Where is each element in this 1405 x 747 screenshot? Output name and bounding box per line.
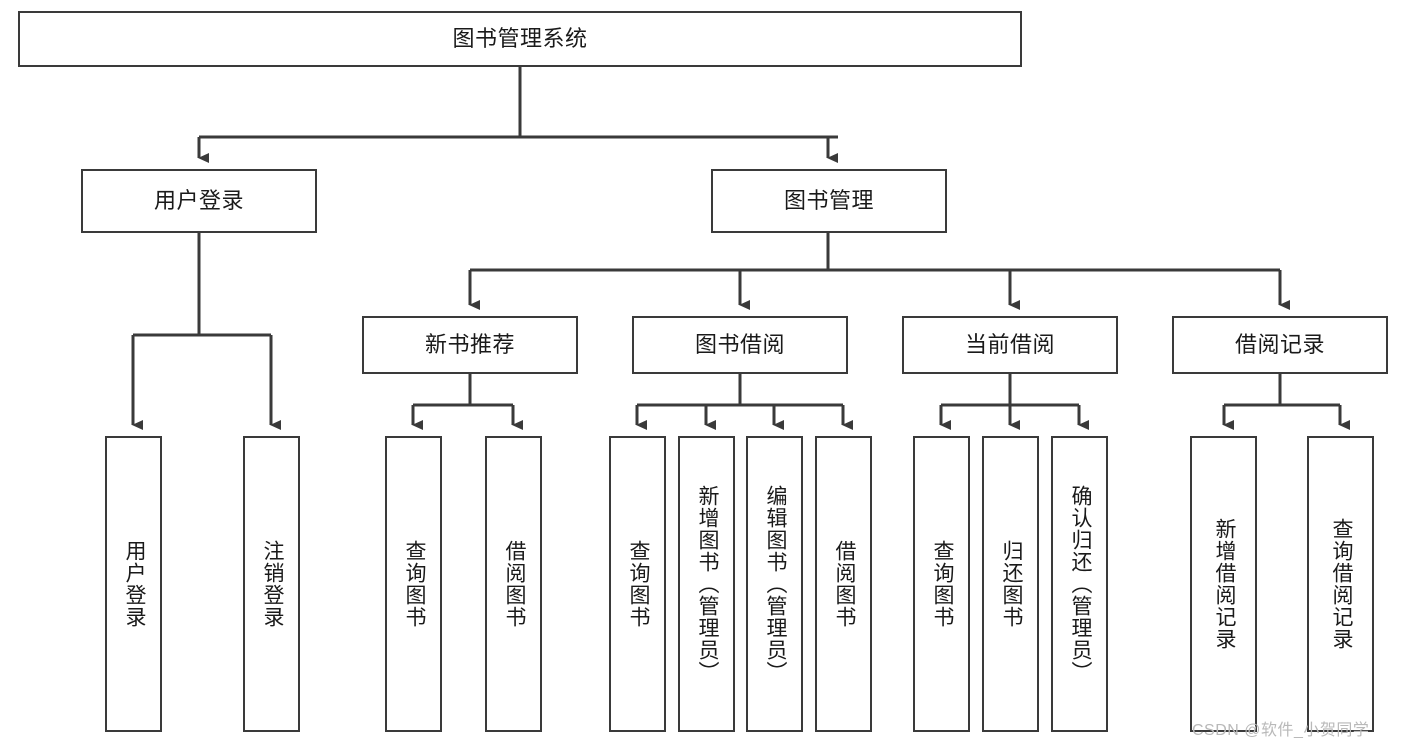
- node-leaf-user-login-label: 用户登录: [122, 540, 146, 628]
- node-current-borrow-label: 当前借阅: [964, 331, 1055, 357]
- node-leaf-query-book-1[interactable]: 查询图书: [385, 436, 442, 732]
- node-leaf-query-record[interactable]: 查询借阅记录: [1307, 436, 1374, 732]
- node-book-borrow-label: 图书借阅: [694, 331, 785, 357]
- node-leaf-confirm-return[interactable]: 确认归还（管理员）: [1051, 436, 1108, 732]
- node-root[interactable]: 图书管理系统: [18, 11, 1022, 67]
- node-leaf-add-book-label: 新增图书（管理员）: [695, 485, 719, 683]
- node-user-login-label: 用户登录: [153, 187, 244, 213]
- node-current-borrow[interactable]: 当前借阅: [902, 316, 1118, 374]
- node-leaf-query-book-2-label: 查询图书: [626, 540, 650, 628]
- node-book-borrow[interactable]: 图书借阅: [632, 316, 848, 374]
- node-leaf-confirm-return-label: 确认归还（管理员）: [1068, 485, 1092, 683]
- node-borrow-record-label: 借阅记录: [1234, 331, 1325, 357]
- node-leaf-edit-book-label: 编辑图书（管理员）: [763, 485, 787, 683]
- node-new-book-rec[interactable]: 新书推荐: [362, 316, 578, 374]
- node-book-manage-label: 图书管理: [783, 187, 874, 213]
- node-borrow-record[interactable]: 借阅记录: [1172, 316, 1388, 374]
- csdn-watermark: CSDN @软件_小贺同学: [1192, 722, 1370, 739]
- node-leaf-borrow-book-1-label: 借阅图书: [502, 540, 526, 628]
- node-user-login[interactable]: 用户登录: [81, 169, 317, 233]
- node-leaf-borrow-book-1[interactable]: 借阅图书: [485, 436, 542, 732]
- node-new-book-rec-label: 新书推荐: [424, 331, 515, 357]
- node-leaf-add-book[interactable]: 新增图书（管理员）: [678, 436, 735, 732]
- node-leaf-edit-book[interactable]: 编辑图书（管理员）: [746, 436, 803, 732]
- node-leaf-return-book[interactable]: 归还图书: [982, 436, 1039, 732]
- node-book-manage[interactable]: 图书管理: [711, 169, 947, 233]
- node-leaf-return-book-label: 归还图书: [999, 540, 1023, 628]
- node-leaf-borrow-book-2-label: 借阅图书: [832, 540, 856, 628]
- node-leaf-query-book-3[interactable]: 查询图书: [913, 436, 970, 732]
- node-root-label: 图书管理系统: [452, 25, 588, 51]
- node-leaf-query-book-3-label: 查询图书: [930, 540, 954, 628]
- node-leaf-user-logout-label: 注销登录: [260, 540, 284, 628]
- node-leaf-add-record[interactable]: 新增借阅记录: [1190, 436, 1257, 732]
- node-leaf-user-logout[interactable]: 注销登录: [243, 436, 300, 732]
- node-leaf-query-record-label: 查询借阅记录: [1329, 518, 1353, 650]
- node-leaf-add-record-label: 新增借阅记录: [1212, 518, 1236, 650]
- node-leaf-user-login[interactable]: 用户登录: [105, 436, 162, 732]
- node-leaf-query-book-2[interactable]: 查询图书: [609, 436, 666, 732]
- node-leaf-query-book-1-label: 查询图书: [402, 540, 426, 628]
- node-leaf-borrow-book-2[interactable]: 借阅图书: [815, 436, 872, 732]
